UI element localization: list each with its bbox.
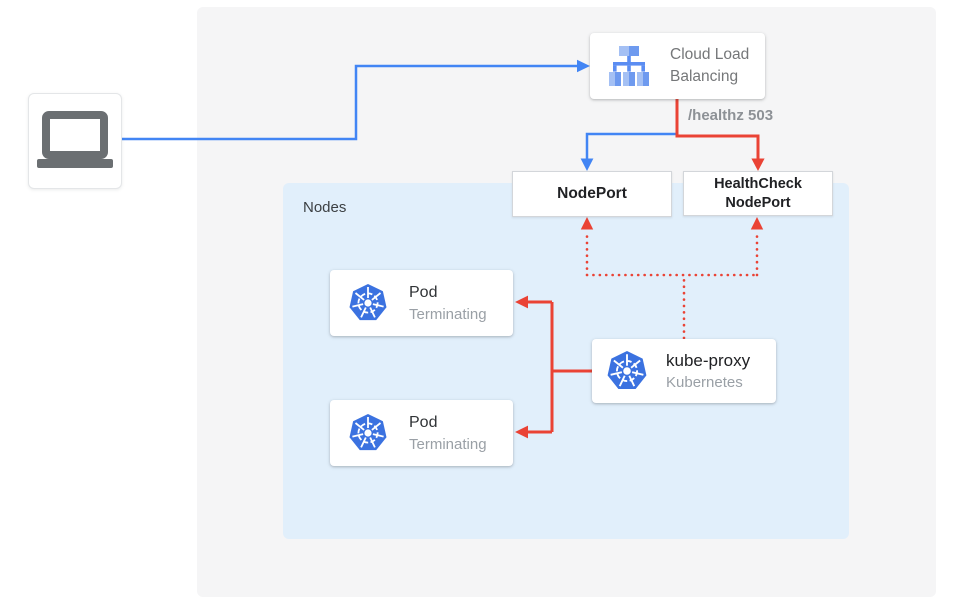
kube-proxy-subtitle: Kubernetes bbox=[666, 373, 743, 391]
kubernetes-icon bbox=[349, 414, 387, 451]
healthcheck-label-line2: NodePort bbox=[725, 194, 791, 211]
pod-1-text: Pod Terminating bbox=[409, 282, 487, 325]
healthcheck-label-line1: HealthCheck bbox=[714, 175, 802, 192]
pod-1-status: Terminating bbox=[409, 305, 487, 323]
pod-2-text: Pod Terminating bbox=[409, 412, 487, 455]
healthz-edge-label: /healthz 503 bbox=[688, 107, 774, 124]
kubernetes-icon bbox=[607, 351, 647, 389]
clb-label-line2: Balancing bbox=[670, 68, 739, 85]
cloud-load-balancing-card: Cloud Load Balancing bbox=[590, 33, 765, 99]
kube-proxy-card: kube-proxy Kubernetes bbox=[592, 339, 776, 403]
pod-card-1: Pod Terminating bbox=[330, 270, 513, 336]
pod-2-title: Pod bbox=[409, 413, 438, 431]
cloud-load-balancing-label: Cloud Load Balancing bbox=[670, 44, 749, 88]
pod-card-2: Pod Terminating bbox=[330, 400, 513, 466]
client-card bbox=[28, 93, 122, 189]
kube-proxy-text: kube-proxy Kubernetes bbox=[666, 350, 750, 393]
nodeport-label: NodePort bbox=[557, 185, 627, 202]
nodes-panel-label: Nodes bbox=[303, 199, 347, 216]
laptop-icon bbox=[37, 111, 113, 168]
pod-1-title: Pod bbox=[409, 283, 438, 301]
cloud-load-balancing-icon bbox=[609, 46, 649, 86]
kubernetes-icon bbox=[349, 284, 387, 321]
nodeport-box: NodePort bbox=[512, 171, 672, 217]
healthcheck-nodeport-box: HealthCheck NodePort bbox=[683, 171, 833, 216]
pod-2-status: Terminating bbox=[409, 435, 487, 453]
clb-label-line1: Cloud Load bbox=[670, 46, 750, 63]
kube-proxy-title: kube-proxy bbox=[666, 350, 751, 370]
